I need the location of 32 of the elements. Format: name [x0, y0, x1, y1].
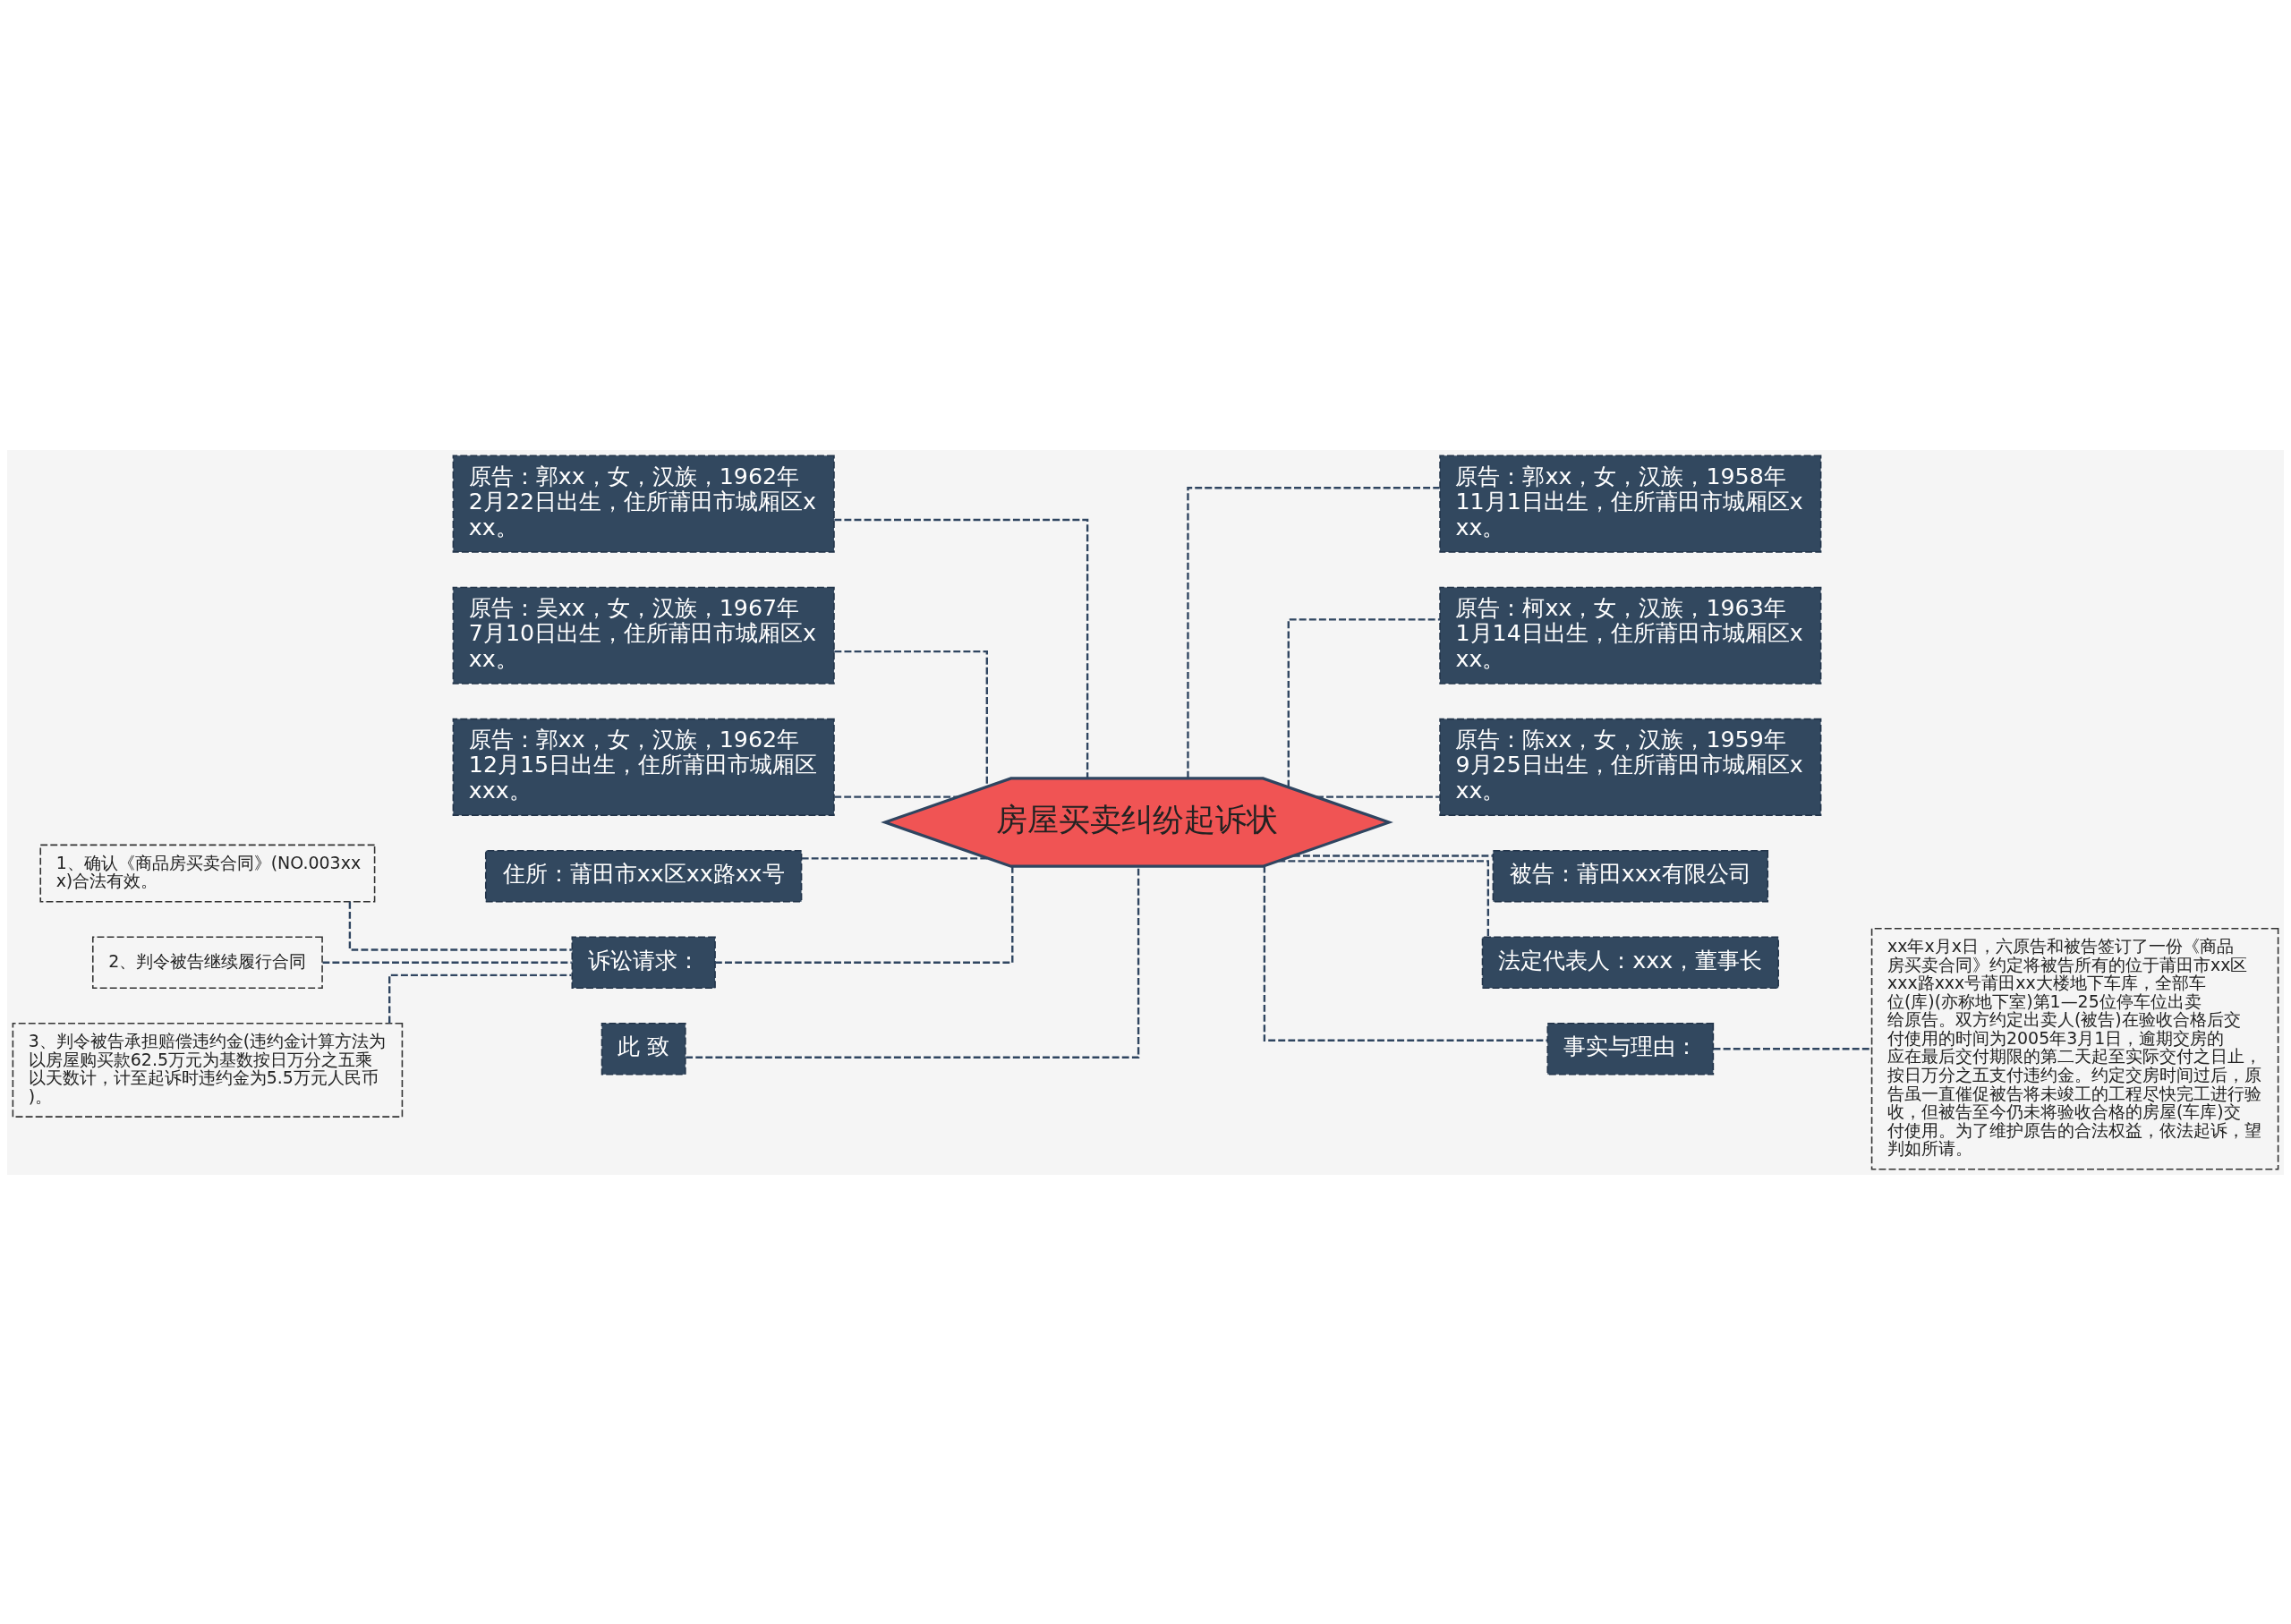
connector: [1187, 486, 1440, 778]
node-box: 2、判令被告继续履行合同: [91, 935, 323, 989]
node-box: 1、确认《商品房买卖合同》(NO.003xxx)合法有效。: [39, 844, 376, 902]
connector: [322, 961, 572, 964]
node-box: 原告：郭xx，女，汉族，1958年11月1日出生，住所莆田市城厢区xxx。: [1439, 455, 1822, 553]
connector: [1287, 617, 1440, 787]
node-box: 此 致: [600, 1022, 686, 1075]
node-box: 被告：莆田xxx有限公司: [1492, 849, 1769, 902]
connector: [686, 865, 1140, 1059]
connector: [834, 650, 988, 786]
connector: [834, 518, 1089, 778]
node-box: 原告：吴xx，女，汉族，1967年7月10日出生，住所莆田市城厢区xxx。: [452, 586, 835, 684]
connector: [348, 901, 572, 951]
node-box: 住所：莆田市xx区xx路xx号: [485, 849, 803, 902]
node-box: 原告：郭xx，女，汉族，1962年12月15日出生，住所莆田市城厢区xxx。: [452, 718, 835, 816]
connector: [1278, 859, 1490, 937]
connector: [1263, 865, 1548, 1042]
node-box: 原告：柯xx，女，汉族，1963年1月14日出生，住所莆田市城厢区xxx。: [1439, 586, 1822, 684]
connector: [834, 795, 958, 798]
node-box: 原告：陈xx，女，汉族，1959年9月25日出生，住所莆田市城厢区xxx。: [1439, 718, 1822, 816]
connector: [1713, 1047, 1872, 1050]
node-box: 法定代表人：xxx，董事长: [1481, 935, 1779, 989]
connector: [715, 865, 1014, 964]
connector: [388, 974, 572, 1024]
connector: [1316, 795, 1440, 798]
node-box: xx年x月x日，六原告和被告签订了一份《商品房买卖合同》约定将被告所有的位于莆田市xx区xxx路xxx号莆田xx大楼地下车库，全部车位(库)(亦称地下室)第1—25位停车位出卖给原告。双方约定出卖人(被告)在验收合格后交付使用的时间为2005年3月1日，逾期交房的应在最后交付期限的第二天起至实际交付之日止，按日万分之五支付违约金。约定交房时间过后，原告虽一直催促被告将未竣工的工程尽快完工进行验收，但被告至今仍未将验收合格的房屋(车库)交付使用。为了维护原告的合法权益，依法起诉，望判如所请。: [1870, 927, 2279, 1169]
connector: [1292, 854, 1494, 857]
connector: [801, 856, 989, 860]
node-box: 诉讼请求：: [571, 935, 716, 989]
node-box: 3、判令被告承担赔偿违约金(违约金计算方法为以房屋购买款62.5万元为基数按日万分之五乘以天数计，计至起诉时违约金为5.5万元人民币)。: [12, 1022, 404, 1118]
node-box: 原告：郭xx，女，汉族，1962年2月22日出生，住所莆田市城厢区xxx。: [452, 455, 835, 553]
node-box: 事实与理由：: [1546, 1022, 1715, 1075]
